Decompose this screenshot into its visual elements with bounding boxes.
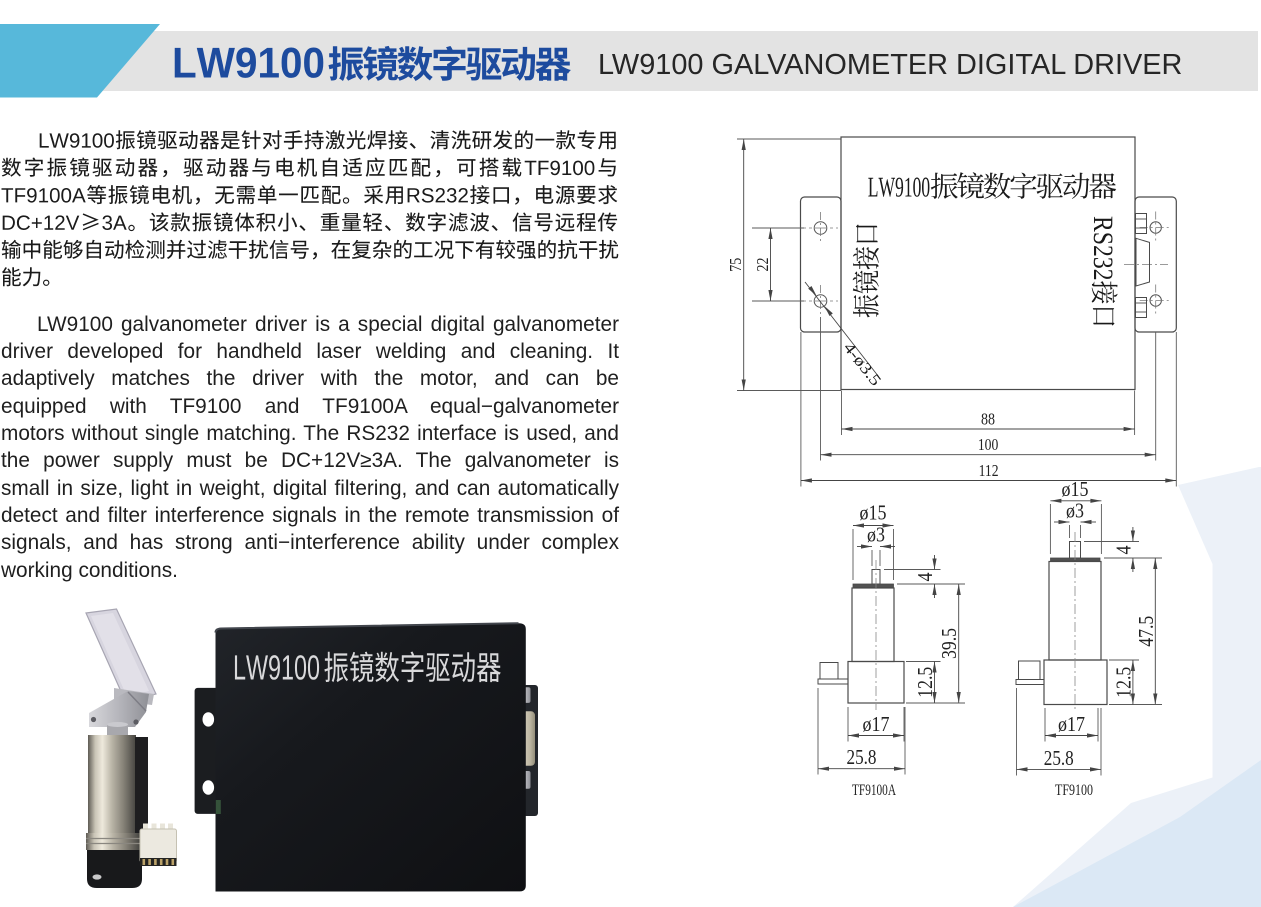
svg-text:25.8: 25.8 (1044, 746, 1074, 770)
svg-text:75: 75 (726, 258, 745, 272)
svg-text:22: 22 (753, 258, 772, 272)
svg-text:ø17: ø17 (1058, 712, 1085, 736)
svg-text:4: 4 (913, 572, 937, 581)
svg-text:25.8: 25.8 (847, 745, 877, 769)
svg-text:88: 88 (981, 410, 995, 429)
svg-text:100: 100 (978, 435, 999, 454)
svg-text:ø3: ø3 (1066, 499, 1084, 523)
svg-text:112: 112 (979, 461, 999, 480)
svg-text:ø15: ø15 (1062, 477, 1089, 501)
svg-text:ø3: ø3 (867, 523, 885, 547)
svg-text:47.5: 47.5 (1134, 616, 1158, 647)
svg-text:ø15: ø15 (860, 501, 887, 525)
svg-text:39.5: 39.5 (937, 628, 961, 659)
svg-text:TF9100A: TF9100A (852, 782, 897, 799)
svg-text:ø17: ø17 (863, 712, 890, 736)
svg-text:TF9100: TF9100 (1055, 782, 1093, 799)
svg-text:4: 4 (1112, 545, 1136, 554)
svg-text:12.5: 12.5 (913, 667, 937, 698)
svg-text:12.5: 12.5 (1111, 667, 1135, 698)
